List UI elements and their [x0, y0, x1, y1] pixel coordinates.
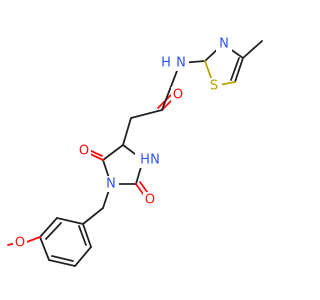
label-bg-upper-carbonyl-o	[77, 143, 91, 159]
label-bg-amide-n	[173, 55, 189, 71]
bond-aryl-5	[74, 246, 92, 267]
bond-aryl-1	[56, 217, 84, 225]
bond-aryl-inner-3	[78, 225, 87, 246]
label-ring-hydrogen: H	[140, 153, 150, 168]
bond-aryl-3	[39, 236, 50, 261]
bond-aryl-inner-1	[45, 222, 62, 240]
bond-benzylic-to-aryl	[82, 207, 104, 225]
bond-thiazole-c4-c5-b	[230, 57, 240, 81]
bond-thiazole-methyl	[242, 40, 263, 59]
bond-aryl-6	[82, 223, 92, 248]
bond-ring-c4-c5	[102, 144, 124, 161]
bond-aryl-2	[39, 217, 58, 238]
label-ring-nitrogen: N	[106, 177, 116, 192]
label-bg-thiazole-n	[216, 36, 232, 52]
label-upper-carbonyl-oxygen: O	[79, 144, 89, 159]
label-lower-carbonyl-oxygen: O	[145, 193, 155, 208]
label-bg-ring-n	[103, 176, 119, 192]
label-amide-oxygen: O	[173, 88, 183, 103]
bond-ch2-to-amide-c	[130, 109, 163, 119]
label-bg-methoxy-o	[13, 235, 27, 251]
chemical-structure-diagram: O N H N S H N N O O O	[7, 36, 263, 267]
label-bg-ring-nh	[135, 152, 159, 168]
label-thiazole-nitrogen: N	[219, 37, 229, 52]
label-thiazole-sulfur: S	[210, 79, 218, 94]
label-bg-amide-o	[171, 87, 185, 103]
bond-aryl-inner-2	[51, 255, 74, 262]
label-amide-hydrogen: H	[161, 56, 171, 71]
bond-ring-to-ch2	[122, 117, 132, 146]
bond-aryl-4	[48, 259, 76, 267]
label-bg-thiazole-s	[206, 78, 222, 94]
label-amide-nitrogen: N	[176, 56, 186, 71]
bond-thiazole-c4-c5-a	[234, 57, 244, 83]
label-ring-nitrogen-nh: N	[150, 153, 160, 168]
label-methoxy-oxygen: O	[15, 236, 25, 251]
label-bg-lower-carbonyl-o	[143, 192, 157, 208]
